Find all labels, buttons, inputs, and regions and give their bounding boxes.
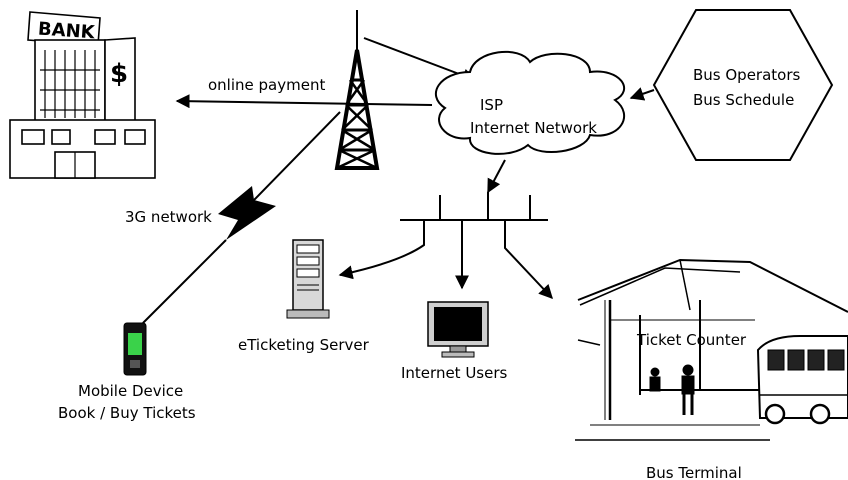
monitor-icon [427,301,489,358]
eticketing-server-label: eTicketing Server [238,336,370,354]
bank-icon: BANK $ [9,11,156,179]
bus-to-server-arrow [338,220,425,280]
network-bus-line [400,195,548,221]
bus-terminal-label: Bus Terminal [646,464,742,480]
hexagon-icon [652,9,834,161]
bank-sign-text: BANK [37,18,96,43]
internet-users-label: Internet Users [401,364,508,382]
book-buy-tickets-label: Book / Buy Tickets [58,404,196,422]
isp-label: ISP [480,96,503,114]
mobile-device-label: Mobile Device [78,382,183,400]
mobile-phone-icon [123,322,147,376]
operators-to-isp-arrow [629,87,655,101]
bus-terminal-icon [575,258,848,441]
online-payment-arrow [175,94,433,109]
bus-schedule-label: Bus Schedule [693,91,794,109]
lightning-bolt-icon [142,111,341,324]
bank-dollar-symbol: $ [110,59,128,89]
cloud-to-bus-arrow [487,159,506,194]
3g-network-label: 3G network [125,208,212,226]
cloud-icon [434,50,626,155]
server-icon [286,239,330,319]
online-payment-label: online payment [208,76,325,94]
internet-network-label: Internet Network [470,119,597,137]
ticket-counter-label: Ticket Counter [636,331,747,349]
cell-tower-icon [334,10,380,170]
bus-operators-label: Bus Operators [693,66,801,84]
bus-to-terminal-arrow [504,220,553,300]
